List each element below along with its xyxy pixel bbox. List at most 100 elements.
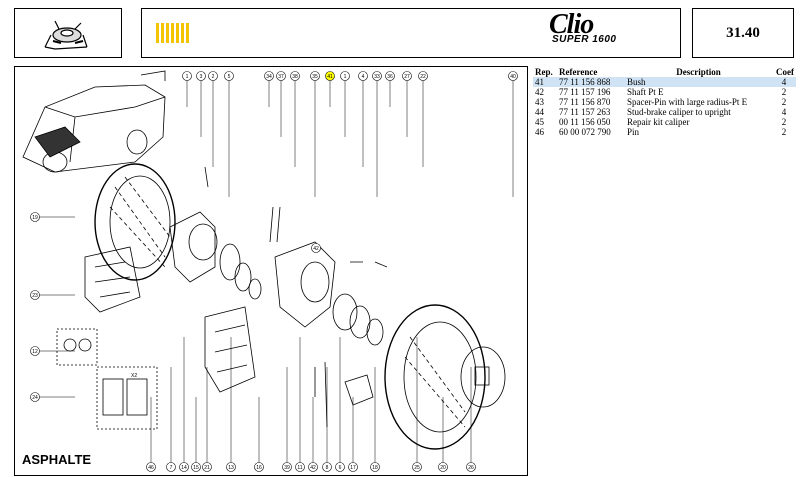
- reference-cell: 77 11 157 263: [559, 107, 611, 117]
- coef-cell: 2: [781, 117, 787, 127]
- callout-highlighted: 42: [311, 243, 321, 253]
- callout-bottom: 20: [438, 462, 448, 472]
- svg-text:46: 46: [148, 465, 154, 471]
- header-icon-box: [14, 8, 122, 58]
- svg-text:6: 6: [339, 465, 342, 471]
- svg-text:24: 24: [32, 395, 38, 401]
- callout-top: 1: [340, 71, 350, 81]
- callout-top: 2: [208, 71, 218, 81]
- svg-text:3: 3: [200, 74, 203, 80]
- svg-text:12: 12: [32, 349, 38, 355]
- callout-bottom: 18: [370, 462, 380, 472]
- svg-text:42: 42: [310, 465, 316, 471]
- brake-disc-right: [384, 304, 486, 450]
- svg-text:23: 23: [32, 293, 38, 299]
- rep-cell: 45: [535, 117, 544, 127]
- svg-text:37: 37: [278, 74, 284, 80]
- coef-cell: 2: [781, 97, 787, 107]
- callout-bottom: 13: [226, 462, 236, 472]
- callout-top: 27: [402, 71, 412, 81]
- callout-top: 41: [325, 71, 335, 81]
- svg-text:35: 35: [312, 74, 318, 80]
- callout-bottom: 11: [295, 462, 305, 472]
- coef-cell: 4: [781, 107, 787, 117]
- description-cell: Shaft Pt E: [627, 87, 664, 97]
- callout-bottom: 26: [466, 462, 476, 472]
- brand-logo: Clio: [549, 9, 594, 40]
- brand-subtitle: SUPER 1600: [552, 34, 617, 45]
- reference-cell: 77 11 157 196: [559, 87, 611, 97]
- col-description: Description: [676, 66, 721, 77]
- table-row[interactable]: 45 00 11 156 050 Repair kit caliper 2: [533, 117, 796, 127]
- svg-text:26: 26: [468, 465, 474, 471]
- description-cell: Stud-brake caliper to upright: [627, 107, 731, 117]
- accent-stripe: [171, 23, 174, 43]
- callout-left: 12: [30, 346, 40, 356]
- header-brand-box: [141, 8, 681, 58]
- svg-text:5: 5: [228, 74, 231, 80]
- svg-text:19: 19: [32, 215, 38, 221]
- reference-cell: 00 11 156 050: [559, 117, 611, 127]
- accent-stripe: [186, 23, 189, 43]
- svg-text:7: 7: [170, 465, 173, 471]
- table-row[interactable]: 43 77 11 156 870 Spacer-Pin with large r…: [533, 97, 796, 107]
- svg-text:17: 17: [350, 465, 356, 471]
- car-icon: [22, 70, 166, 173]
- svg-text:22: 22: [420, 74, 426, 80]
- rep-cell: 42: [535, 87, 544, 97]
- svg-text:8: 8: [326, 465, 329, 471]
- callout-bottom: 42: [308, 462, 318, 472]
- pad-quantity-label: X2: [131, 373, 137, 379]
- hub-flange: [460, 346, 506, 408]
- table-row[interactable]: 42 77 11 157 196 Shaft Pt E 2: [533, 87, 796, 97]
- table-row[interactable]: 46 60 00 072 790 Pin 2: [533, 127, 796, 137]
- svg-text:33: 33: [374, 74, 380, 80]
- accent-stripe: [156, 23, 159, 43]
- callout-top: 1: [182, 71, 192, 81]
- coef-cell: 2: [781, 87, 787, 97]
- table-row[interactable]: 44 77 11 157 263 Stud-brake caliper to u…: [533, 107, 796, 117]
- svg-text:25: 25: [414, 465, 420, 471]
- callout-bottom: 14: [179, 462, 189, 472]
- caliper-left: [84, 246, 141, 313]
- svg-text:36: 36: [387, 74, 393, 80]
- callout-top: 4: [358, 71, 368, 81]
- rep-cell: 44: [535, 107, 544, 117]
- svg-text:13: 13: [228, 465, 234, 471]
- svg-text:38: 38: [292, 74, 298, 80]
- callout-bottom: 17: [348, 462, 358, 472]
- svg-text:34: 34: [266, 74, 272, 80]
- svg-text:39: 39: [284, 465, 290, 471]
- hub-assembly-icon: [44, 20, 88, 50]
- accent-stripes-icon: [156, 23, 189, 43]
- callout-bottom: 15: [191, 462, 201, 472]
- callout-top: 33: [372, 71, 382, 81]
- parts-table-header: Rep. Reference Description Coef: [533, 66, 796, 77]
- callout-top: 3: [196, 71, 206, 81]
- upright-left: [169, 211, 216, 283]
- table-row[interactable]: 41 77 11 156 868 Bush 4: [533, 77, 796, 87]
- svg-text:21: 21: [204, 465, 210, 471]
- svg-text:20: 20: [440, 465, 446, 471]
- callout-left: 23: [30, 290, 40, 300]
- callout-top: 22: [418, 71, 428, 81]
- coef-cell: 2: [781, 127, 787, 137]
- rep-cell: 46: [535, 127, 544, 137]
- callout-top: 36: [385, 71, 395, 81]
- reference-cell: 77 11 156 870: [559, 97, 611, 107]
- callout-bottom: 25: [412, 462, 422, 472]
- col-coef: Coef: [776, 66, 794, 77]
- callout-bottom: 21: [202, 462, 212, 472]
- callout-bottom: 8: [322, 462, 332, 472]
- svg-text:15: 15: [193, 465, 199, 471]
- svg-text:1: 1: [344, 74, 347, 80]
- description-cell: Spacer-Pin with large radius-Pt E: [627, 97, 748, 107]
- callout-left: 24: [30, 392, 40, 402]
- page-number: 31.40: [692, 8, 794, 58]
- callout-left: 19: [30, 212, 40, 222]
- svg-text:42: 42: [313, 246, 319, 252]
- callout-top: 34: [264, 71, 274, 81]
- reference-cell: 60 00 072 790: [559, 127, 611, 137]
